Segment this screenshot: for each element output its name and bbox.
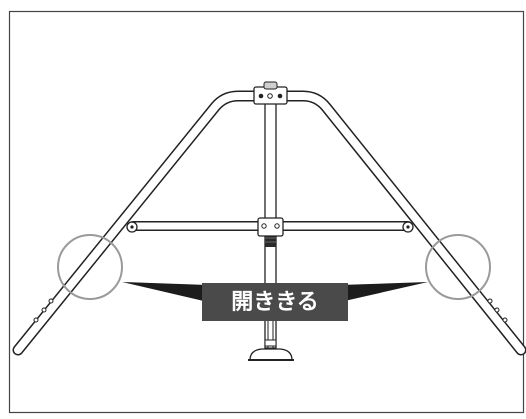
callout-pointer-left xyxy=(122,282,208,302)
callout-box xyxy=(202,283,348,321)
top-hub xyxy=(253,81,288,105)
left-leg xyxy=(12,90,262,356)
center-joint xyxy=(257,217,284,237)
callout-label: 開ききる xyxy=(231,290,319,315)
pole-band xyxy=(265,234,276,247)
callout: 開ききる xyxy=(202,283,348,321)
circle-highlight-icon xyxy=(57,234,123,300)
circle-highlight-icon xyxy=(425,234,491,300)
callout-pointer-right xyxy=(340,282,428,302)
cross-braces xyxy=(126,221,414,233)
foot-base xyxy=(248,339,294,361)
callout-pointers xyxy=(122,282,428,302)
right-leg xyxy=(279,90,526,356)
